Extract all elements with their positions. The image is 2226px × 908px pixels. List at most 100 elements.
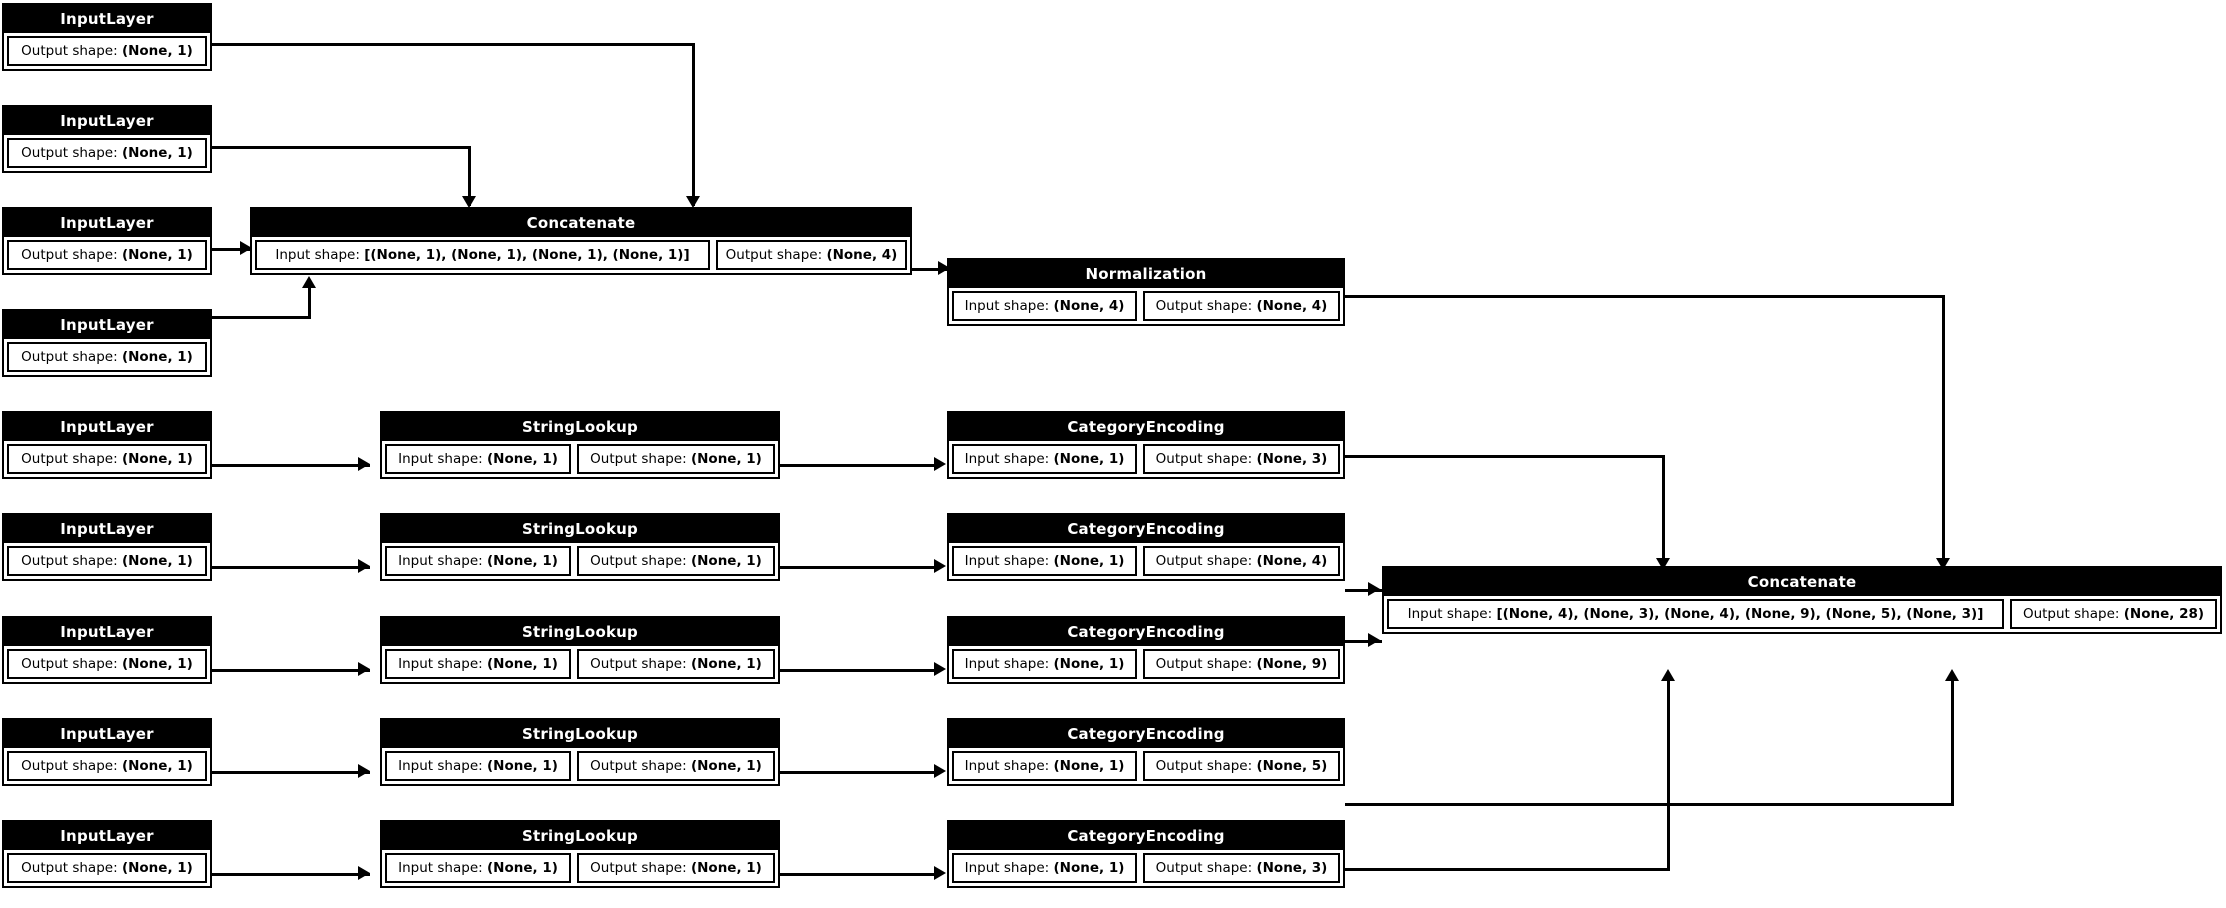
node-title: InputLayer [4, 515, 210, 543]
node-shape-row: Output shape: (None, 1) [4, 441, 210, 477]
edge-lookup1-encoding1 [780, 464, 938, 467]
input-shape-label: Input shape: [398, 451, 483, 467]
edge-input5-lookup1 [212, 464, 370, 467]
input-shape-label: Input shape: [964, 553, 1050, 569]
output-shape-label: Output shape: [21, 43, 118, 59]
node-title: StringLookup [382, 413, 778, 441]
node-concatenate-numeric[interactable]: Concatenate Input shape: [(None, 1), (No… [250, 207, 912, 275]
output-shape-label: Output shape: [1155, 758, 1253, 774]
node-string-lookup-4[interactable]: StringLookup Input shape: (None, 1) Outp… [380, 718, 780, 786]
output-shape-value: (None, 4) [1256, 553, 1328, 569]
node-string-lookup-2[interactable]: StringLookup Input shape: (None, 1) Outp… [380, 513, 780, 581]
arrowhead-input9-lookup5 [358, 866, 370, 880]
arrowhead-encoding5-concatall [1945, 669, 1959, 681]
node-category-encoding-3[interactable]: CategoryEncoding Input shape: (None, 1) … [947, 616, 1345, 684]
node-normalization[interactable]: Normalization Input shape: (None, 4) Out… [947, 258, 1345, 326]
node-title: InputLayer [4, 618, 210, 646]
node-input-layer-8[interactable]: InputLayer Output shape: (None, 1) [2, 718, 212, 786]
node-title: InputLayer [4, 209, 210, 237]
arrowhead-input5-lookup1 [358, 457, 370, 471]
edge-encoding3-concatall [1345, 640, 1382, 643]
node-title: StringLookup [382, 515, 778, 543]
input-shape-cell: Input shape: (None, 1) [385, 649, 572, 679]
node-title: InputLayer [4, 5, 210, 33]
output-shape-value: (None, 5) [1256, 758, 1328, 774]
input-shape-value: (None, 1) [486, 758, 558, 774]
output-shape-cell: Output shape: (None, 3) [1143, 853, 1340, 883]
node-input-layer-9[interactable]: InputLayer Output shape: (None, 1) [2, 820, 212, 888]
edge-input4-concat [212, 316, 311, 319]
edge-concat-normalization [912, 268, 954, 271]
input-shape-value: (None, 1) [486, 656, 558, 672]
input-shape-label: Input shape: [964, 758, 1050, 774]
node-category-encoding-5[interactable]: CategoryEncoding Input shape: (None, 1) … [947, 820, 1345, 888]
edge-input3-concat [212, 248, 252, 251]
output-shape-cell: Output shape: (None, 1) [577, 649, 775, 679]
output-shape-value: (None, 1) [121, 349, 193, 365]
node-input-layer-6[interactable]: InputLayer Output shape: (None, 1) [2, 513, 212, 581]
edge-encoding1-concatall [1345, 455, 1665, 458]
node-string-lookup-1[interactable]: StringLookup Input shape: (None, 1) Outp… [380, 411, 780, 479]
input-shape-value: (None, 1) [1053, 758, 1125, 774]
input-shape-cell: Input shape: [(None, 1), (None, 1), (Non… [255, 240, 710, 270]
output-shape-cell: Output shape: (None, 1) [7, 444, 207, 474]
input-shape-value: [(None, 4), (None, 3), (None, 4), (None,… [1496, 606, 1984, 622]
output-shape-cell: Output shape: (None, 1) [7, 546, 207, 576]
node-title: InputLayer [4, 107, 210, 135]
output-shape-label: Output shape: [1155, 553, 1253, 569]
node-concatenate-all[interactable]: Concatenate Input shape: [(None, 4), (No… [1382, 566, 2222, 634]
node-shape-row: Output shape: (None, 1) [4, 33, 210, 69]
edge-input9-lookup5 [212, 873, 370, 876]
input-shape-label: Input shape: [398, 656, 483, 672]
output-shape-value: (None, 3) [1256, 451, 1328, 467]
input-shape-label: Input shape: [275, 247, 360, 263]
edge-normalization-concatall-v [1942, 295, 1945, 566]
edge-input1-concat [212, 43, 695, 46]
output-shape-value: (None, 4) [1256, 298, 1328, 314]
node-shape-row: Output shape: (None, 1) [4, 850, 210, 886]
node-string-lookup-5[interactable]: StringLookup Input shape: (None, 1) Outp… [380, 820, 780, 888]
node-shape-row: Input shape: (None, 1) Output shape: (No… [382, 646, 778, 682]
node-shape-row: Input shape: [(None, 1), (None, 1), (Non… [252, 237, 910, 273]
input-shape-value: (None, 1) [486, 553, 558, 569]
output-shape-value: (None, 1) [121, 43, 193, 59]
output-shape-cell: Output shape: (None, 1) [577, 751, 775, 781]
arrowhead-lookup1-encoding1 [934, 457, 946, 471]
output-shape-cell: Output shape: (None, 1) [577, 546, 775, 576]
edge-normalization-concatall [1345, 295, 1945, 298]
input-shape-label: Input shape: [964, 298, 1050, 314]
output-shape-cell: Output shape: (None, 1) [577, 444, 775, 474]
input-shape-cell: Input shape: (None, 1) [952, 853, 1138, 883]
edge-lookup5-encoding5 [780, 873, 938, 876]
output-shape-label: Output shape: [21, 247, 118, 263]
node-category-encoding-1[interactable]: CategoryEncoding Input shape: (None, 1) … [947, 411, 1345, 479]
input-shape-value: (None, 1) [1053, 553, 1125, 569]
node-category-encoding-2[interactable]: CategoryEncoding Input shape: (None, 1) … [947, 513, 1345, 581]
node-input-layer-4[interactable]: InputLayer Output shape: (None, 1) [2, 309, 212, 377]
node-input-layer-3[interactable]: InputLayer Output shape: (None, 1) [2, 207, 212, 275]
output-shape-label: Output shape: [21, 553, 118, 569]
edge-input8-lookup4 [212, 771, 370, 774]
edge-encoding5-concatall-v [1951, 680, 1954, 806]
output-shape-cell: Output shape: (None, 1) [7, 138, 207, 168]
node-input-layer-2[interactable]: InputLayer Output shape: (None, 1) [2, 105, 212, 173]
node-shape-row: Output shape: (None, 1) [4, 237, 210, 273]
edge-input7-lookup3 [212, 669, 370, 672]
node-input-layer-1[interactable]: InputLayer Output shape: (None, 1) [2, 3, 212, 71]
node-category-encoding-4[interactable]: CategoryEncoding Input shape: (None, 1) … [947, 718, 1345, 786]
edge-lookup4-encoding4 [780, 771, 938, 774]
node-shape-row: Input shape: (None, 1) Output shape: (No… [949, 646, 1343, 682]
edge-lookup3-encoding3 [780, 669, 938, 672]
node-string-lookup-3[interactable]: StringLookup Input shape: (None, 1) Outp… [380, 616, 780, 684]
node-title: Concatenate [1384, 568, 2220, 596]
output-shape-label: Output shape: [1155, 860, 1253, 876]
input-shape-value: (None, 1) [1053, 451, 1125, 467]
node-title: StringLookup [382, 822, 778, 850]
arrowhead-input4-concat [302, 276, 316, 288]
edge-encoding5-concatall [1345, 803, 1954, 806]
node-input-layer-7[interactable]: InputLayer Output shape: (None, 1) [2, 616, 212, 684]
node-input-layer-5[interactable]: InputLayer Output shape: (None, 1) [2, 411, 212, 479]
edge-encoding1-concatall-v [1662, 455, 1665, 566]
output-shape-cell: Output shape: (None, 5) [1143, 751, 1340, 781]
input-shape-value: (None, 1) [1053, 860, 1125, 876]
